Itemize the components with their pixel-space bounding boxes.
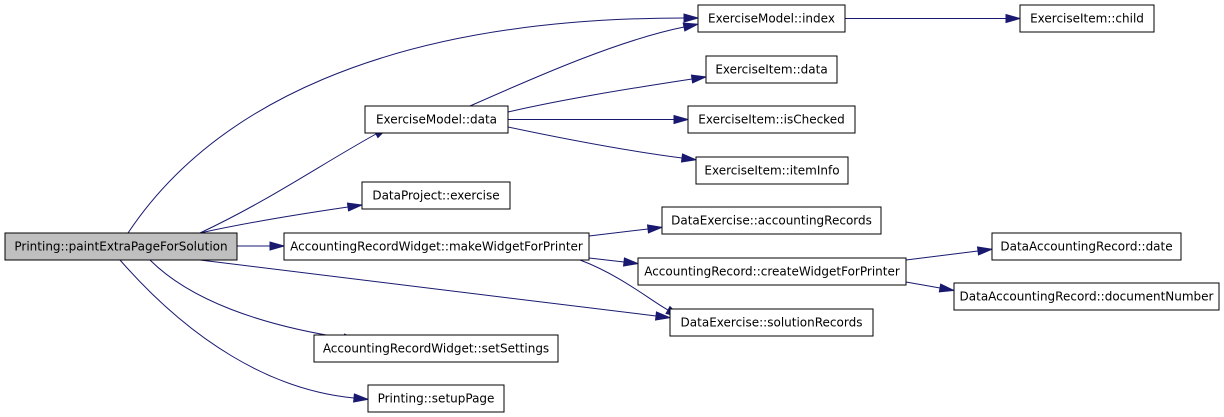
edge-ar_create-to-dar_docnum xyxy=(905,281,956,293)
edge-root-to-setup_page xyxy=(119,259,370,403)
node-box xyxy=(991,232,1182,261)
edge-model_data-to-item_checked xyxy=(508,114,690,125)
edge-model_data-to-item_data xyxy=(507,74,708,113)
edge-arrowhead xyxy=(269,241,286,251)
edge-line xyxy=(588,257,625,263)
edge-model_data-to-model_index xyxy=(469,22,700,107)
edge-line xyxy=(119,259,355,399)
node-exercise-item-data[interactable]: ExerciseItem::data xyxy=(705,55,838,84)
node-label: ExerciseModel::data xyxy=(376,113,497,127)
edge-root-to-project_exercise xyxy=(199,202,364,234)
edge-root-to-arw_settings xyxy=(149,259,360,343)
node-data-accounting-record-date[interactable]: DataAccountingRecord::date xyxy=(991,232,1182,261)
node-label: DataAccountingRecord::date xyxy=(1000,240,1172,254)
node-box xyxy=(1019,4,1155,33)
edge-root-to-model_data xyxy=(199,126,390,234)
edge-arw_make-to-dex_records xyxy=(588,224,664,237)
node-exercise-item-is-checked[interactable]: ExerciseItem::isChecked xyxy=(687,105,856,134)
node-box xyxy=(705,55,838,84)
edge-line xyxy=(199,206,349,234)
edge-arrowhead xyxy=(673,114,690,125)
node-label: AccountingRecord::createWidgetForPrinter xyxy=(644,265,900,279)
edge-arrowhead xyxy=(683,13,700,23)
edge-ar_create-to-dar_date xyxy=(905,246,994,261)
node-data-exercise-accounting-records[interactable]: DataExercise::accountingRecords xyxy=(661,206,882,235)
node-label: AccountingRecordWidget::makeWidgetForPri… xyxy=(290,240,583,254)
edge-arrowhead xyxy=(622,257,640,267)
node-exercise-item-child[interactable]: ExerciseItem::child xyxy=(1019,4,1155,33)
edge-root-to-dex_solution xyxy=(199,259,672,321)
edge-arrowhead xyxy=(938,283,956,293)
node-box xyxy=(669,308,874,337)
edge-line xyxy=(127,17,685,234)
edge-arw_make-to-ar_create xyxy=(588,257,640,267)
edge-line xyxy=(469,26,685,107)
edge-line xyxy=(588,228,649,237)
node-label: Printing::setupPage xyxy=(378,392,495,406)
edge-model_data-to-item_info xyxy=(507,126,698,163)
node-label: DataExercise::solutionRecords xyxy=(681,316,863,330)
node-exercise-item-item-info[interactable]: ExerciseItem::itemInfo xyxy=(695,156,849,185)
edge-arrowhead xyxy=(646,224,664,234)
node-label: ExerciseItem::itemInfo xyxy=(704,164,839,178)
edge-arrowhead xyxy=(680,153,698,163)
edge-line xyxy=(905,281,941,289)
edge-line xyxy=(507,126,683,159)
node-data-project-exercise[interactable]: DataProject::exercise xyxy=(361,181,511,210)
node-accounting-record-create-widget-for-printer[interactable]: AccountingRecord::createWidgetForPrinter xyxy=(637,257,907,286)
edge-root-to-arw_make xyxy=(237,241,286,251)
edge-line xyxy=(199,259,657,317)
node-layer: Printing::paintExtraPageForSolution Exer… xyxy=(4,4,1220,413)
node-box xyxy=(953,282,1220,311)
edge-model_index-to-item_child xyxy=(845,13,1022,24)
edge-arrowhead xyxy=(353,393,370,403)
node-box xyxy=(4,232,238,261)
node-box xyxy=(364,105,509,134)
edge-arrowhead xyxy=(976,246,994,256)
node-label: ExerciseItem::child xyxy=(1030,12,1144,26)
node-label: ExerciseItem::data xyxy=(715,63,827,77)
node-accounting-record-widget-set-settings[interactable]: AccountingRecordWidget::setSettings xyxy=(313,334,559,363)
node-label: ExerciseItem::isChecked xyxy=(698,113,844,127)
node-box xyxy=(637,257,907,286)
node-box xyxy=(697,4,846,33)
node-label: DataExercise::accountingRecords xyxy=(671,214,872,228)
edge-arrowhead xyxy=(1005,13,1022,24)
node-label: AccountingRecordWidget::setSettings xyxy=(323,342,549,356)
edge-layer xyxy=(119,13,1022,403)
node-printing-paint-extra-page-for-solution[interactable]: Printing::paintExtraPageForSolution xyxy=(4,232,238,261)
node-data-accounting-record-document-number[interactable]: DataAccountingRecord::documentNumber xyxy=(953,282,1220,311)
edge-arrowhead xyxy=(682,22,700,32)
node-data-exercise-solution-records[interactable]: DataExercise::solutionRecords xyxy=(669,308,874,337)
node-exercise-model-index[interactable]: ExerciseModel::index xyxy=(697,4,846,33)
node-box xyxy=(361,181,511,210)
node-printing-setup-page[interactable]: Printing::setupPage xyxy=(367,384,505,413)
node-box xyxy=(687,105,856,134)
edge-arrowhead xyxy=(654,311,672,321)
node-box xyxy=(313,334,559,363)
edge-line xyxy=(199,133,377,234)
node-box xyxy=(283,232,590,261)
edge-arrowhead xyxy=(346,202,364,212)
node-label: DataProject::exercise xyxy=(372,189,499,203)
edge-line xyxy=(149,259,345,339)
node-box xyxy=(367,384,505,413)
edge-root-to-model_index xyxy=(127,13,700,234)
node-box xyxy=(661,206,882,235)
node-label: Printing::paintExtraPageForSolution xyxy=(14,240,227,254)
node-label: ExerciseModel::index xyxy=(708,12,835,26)
node-label: DataAccountingRecord::documentNumber xyxy=(960,290,1214,304)
node-accounting-record-widget-make-widget-for-printer[interactable]: AccountingRecordWidget::makeWidgetForPri… xyxy=(283,232,590,261)
node-box xyxy=(695,156,849,185)
node-exercise-model-data[interactable]: ExerciseModel::data xyxy=(364,105,509,134)
edge-line xyxy=(507,78,693,113)
edge-line xyxy=(905,250,979,261)
edge-line xyxy=(579,259,669,311)
edge-arrowhead xyxy=(690,74,708,84)
